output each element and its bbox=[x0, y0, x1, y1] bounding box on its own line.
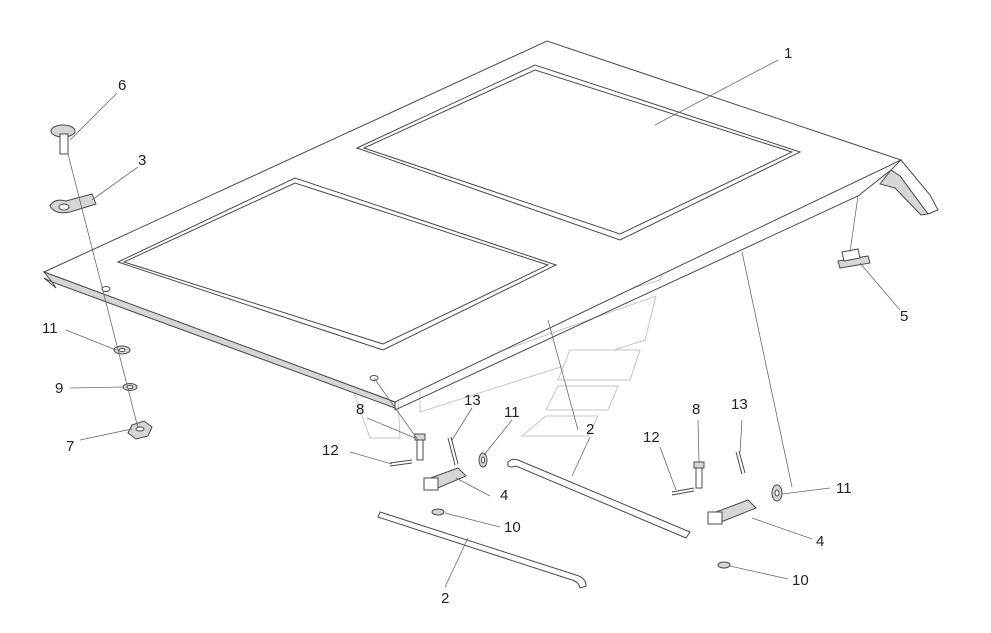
cotter-pin-13-right bbox=[735, 450, 746, 475]
cotter-pin-13-left bbox=[447, 436, 459, 466]
callout-10-left: 10 bbox=[504, 519, 521, 536]
callout-13-left: 13 bbox=[464, 392, 481, 409]
callout-3: 3 bbox=[138, 152, 146, 169]
callout-7: 7 bbox=[66, 438, 74, 455]
callout-12-right: 12 bbox=[643, 429, 660, 446]
callout-2-center: 2 bbox=[586, 421, 594, 438]
callout-5: 5 bbox=[900, 308, 908, 325]
hinge-4-left bbox=[423, 467, 467, 491]
callout-8-left: 8 bbox=[356, 401, 364, 418]
washer-11-left bbox=[113, 345, 131, 355]
callout-10-right: 10 bbox=[792, 572, 809, 589]
rod-2-left bbox=[377, 511, 587, 589]
pin bbox=[50, 124, 76, 155]
nut-7 bbox=[127, 420, 153, 440]
clamp bbox=[49, 193, 97, 214]
callout-6: 6 bbox=[118, 77, 126, 94]
bolt-8-left bbox=[414, 433, 426, 461]
spring-10-right bbox=[717, 561, 731, 569]
callout-labels: 1 6 3 11 9 7 5 8 12 13 11 2 4 10 2 8 13 … bbox=[42, 45, 908, 607]
callout-2-left: 2 bbox=[441, 590, 449, 607]
washer-11-center bbox=[478, 452, 488, 468]
hood-panel bbox=[42, 40, 939, 411]
callout-11-left: 11 bbox=[42, 320, 58, 337]
hinge-4-right bbox=[707, 499, 757, 525]
callout-4-right: 4 bbox=[816, 533, 824, 550]
callout-13-right: 13 bbox=[731, 396, 748, 413]
callout-11-right: 11 bbox=[836, 480, 852, 497]
washer-9 bbox=[122, 383, 138, 391]
washer-11-right bbox=[771, 484, 783, 502]
callout-12-left: 12 bbox=[322, 442, 339, 459]
callout-1: 1 bbox=[784, 45, 792, 62]
cotter-pin-12-right bbox=[671, 487, 695, 496]
callout-leaders bbox=[65, 59, 901, 588]
assembly-axes bbox=[67, 153, 859, 488]
callout-9: 9 bbox=[55, 380, 63, 397]
callout-8-right: 8 bbox=[692, 401, 700, 418]
callout-4-left: 4 bbox=[500, 487, 508, 504]
cotter-pin-12-left bbox=[389, 459, 413, 467]
callout-11-center: 11 bbox=[504, 404, 520, 421]
bolt-8-right bbox=[693, 461, 705, 489]
rear-bracket bbox=[837, 248, 871, 269]
rod-2-center bbox=[507, 458, 691, 539]
spring-10-left bbox=[431, 508, 445, 516]
